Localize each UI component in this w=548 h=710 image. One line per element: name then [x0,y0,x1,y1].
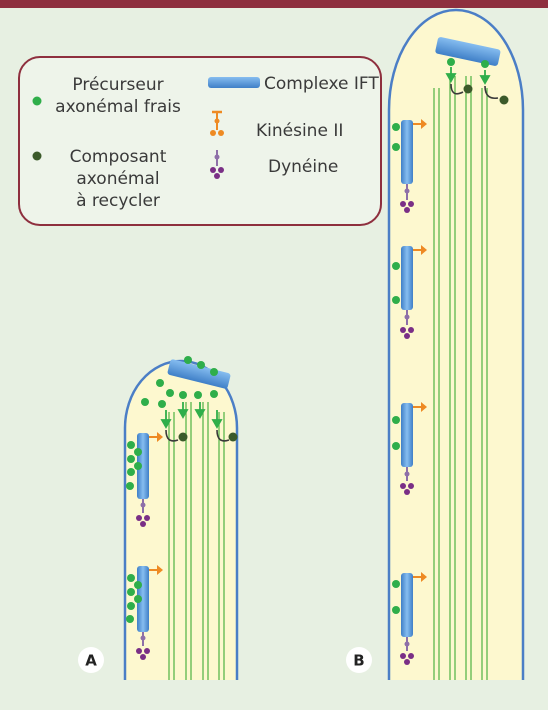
panel-a-label: A [85,652,97,670]
ift-complex-icon [207,76,260,88]
legend-dynein-label: Dynéine [268,157,339,177]
cilium-a-microtubules [168,402,225,680]
cilium-a-tip-ift-complex [167,359,231,389]
cilium-b-tip-arrows [445,67,491,85]
legend-recycled-line2: axonémal [76,169,160,189]
cilium-b-recycling-arrows [450,83,499,100]
cilium-b-recycled-components [463,84,509,105]
legend-recycled-line3: à recycler [76,191,160,211]
cilium-a-ift-train-2 [126,565,163,660]
panel-b-label: B [353,652,364,670]
legend-recycled-line1: Composant [69,147,167,167]
cilium-a-ift-train-1 [126,432,163,527]
cilium-b-membrane [387,8,525,680]
fresh-precursor-icon [32,96,41,105]
panel-a-badge: A [78,647,104,673]
recycled-component-icon [32,151,41,160]
legend-fresh-precursor-line1: Précurseur [72,75,164,95]
kinesin-icon [209,110,224,136]
dynein-icon [209,149,224,179]
legend-fresh-precursor-line2: axonémal frais [55,97,181,117]
cilium-b-tip-precursors [447,58,489,68]
legend-kinesin-label: Kinésine II [256,121,344,141]
cilium-b-ift-train-1 [392,119,427,213]
cilium-a-recycling-arrows [165,429,230,442]
cilium-b-ift-train-3 [392,402,427,495]
cilium-a-membrane [123,359,239,680]
legend-recycled-label: Composant axonémal à recycler [54,146,182,212]
cilium-a-tip-arrows [160,402,223,429]
panel-b-badge: B [346,647,372,673]
top-border [0,0,548,8]
cilium-b-tip-ift-complex [435,37,501,66]
legend-icons [32,76,260,179]
cilium-a-recycled-components [178,432,238,442]
cilium-b-microtubules [433,76,488,680]
legend-fresh-precursor-label: Précurseur axonémal frais [54,74,182,118]
cilium-b-ift-train-2 [392,245,427,339]
legend-box: Précurseur axonémal frais Composant axon… [18,56,382,226]
cilium-a-tip-precursors [141,356,218,408]
cilium-b-ift-train-4 [392,572,427,665]
legend-ift-complex-label: Complexe IFT [264,74,379,94]
